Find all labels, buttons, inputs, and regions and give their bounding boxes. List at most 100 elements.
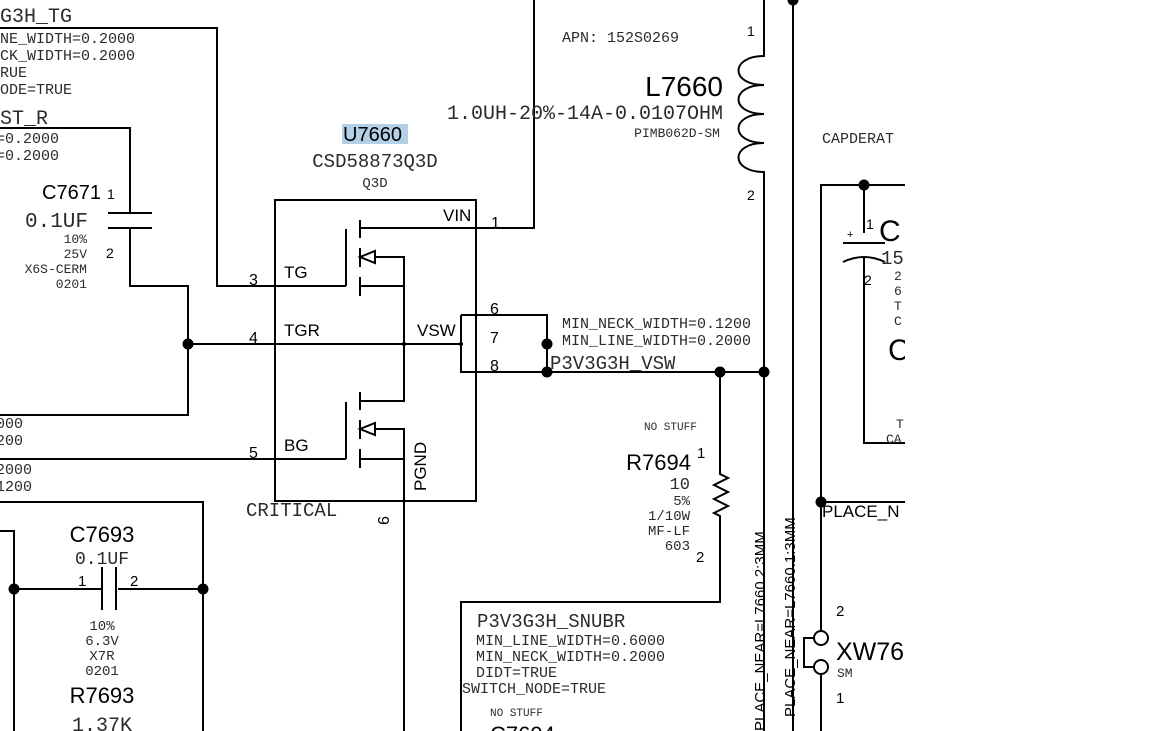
net-prop: ODE=TRUE: [0, 82, 72, 99]
spec: CA: [886, 432, 902, 447]
spec: 603: [665, 539, 690, 555]
net-prop: MIN_NECK_WIDTH=0.2000: [476, 649, 665, 666]
r7694-ref: R7694: [626, 450, 691, 475]
c7693-ref: C7693: [70, 522, 135, 547]
net-vsw-name: P3V3G3H_VSW: [550, 353, 676, 375]
pin-number: 2: [696, 549, 704, 566]
u7660-critical: CRITICAL: [246, 500, 337, 522]
xw76-package: SM: [837, 666, 853, 681]
u7660-package: Q3D: [362, 176, 387, 192]
wire-vin: [360, 0, 535, 229]
net-prop: =0.2000: [0, 131, 59, 148]
pin-number: 8: [490, 358, 499, 375]
pin-number: 1: [747, 23, 755, 39]
arrow-icon: [357, 421, 376, 437]
spec: X7R: [89, 649, 115, 665]
net-prop: 2000: [0, 462, 32, 479]
spec: 6.3V: [85, 634, 119, 650]
spec: 0201: [56, 277, 87, 292]
resistor-r7694: [460, 372, 731, 731]
spec: 10: [670, 476, 690, 495]
net-prop: 1200: [0, 479, 32, 496]
pin-number: 1: [836, 690, 844, 707]
wire-boost: [0, 127, 131, 213]
right-cap-value: 15: [881, 248, 904, 270]
spec: 1/10W: [648, 509, 691, 525]
pin-number: 1: [78, 573, 86, 590]
spec: 5%: [673, 494, 690, 510]
c7693-value: 0.1UF: [75, 550, 129, 570]
pin-label: TG: [284, 263, 308, 282]
net-prop: RUE: [0, 65, 27, 82]
net-prop: SWITCH_NODE=TRUE: [462, 681, 606, 698]
right-cap-ref: C: [879, 215, 901, 248]
l7660-apn: APN: 152S0269: [562, 30, 679, 47]
pin-number: 1: [866, 216, 874, 232]
spec: 0201: [85, 664, 119, 680]
pin-label: VIN: [443, 206, 471, 225]
xw76-ref: XW76: [836, 638, 904, 666]
pin-number: 1: [107, 186, 115, 202]
u7660-ref[interactable]: U7660: [343, 124, 402, 146]
arrow-icon: [357, 249, 376, 265]
junctions: [8, 0, 870, 595]
capderat-note: CAPDERAT: [822, 131, 894, 148]
polarity-plus: +: [847, 229, 853, 241]
net-prop: CK_WIDTH=0.2000: [0, 48, 135, 65]
c7694-ref: C7694: [490, 722, 555, 731]
c7694-stuff: NO STUFF: [490, 708, 543, 720]
pin-label: PGND: [411, 442, 430, 491]
place-near-l7660-1: PLACE_NEAR=L7660.1:3MM: [782, 517, 799, 717]
pin-number: 4: [249, 330, 258, 347]
net-tg-name: G3H_TG: [0, 6, 72, 29]
spec: 2: [894, 269, 902, 284]
spec: T: [894, 299, 902, 314]
pin-number: 5: [249, 445, 258, 462]
pin-label: BG: [284, 436, 309, 455]
l7660-value: 1.0UH-20%-14A-0.0107OHM: [447, 103, 723, 126]
net-prop: =0.2000: [0, 148, 59, 165]
place-near-l7660-2: PLACE_NEAR=L7660.2:3MM: [752, 531, 769, 731]
wire-boost-lower: [0, 228, 189, 416]
net-prop: MIN_NECK_WIDTH=0.1200: [562, 316, 751, 333]
net-prop: DIDT=TRUE: [476, 665, 557, 682]
spec: 10%: [64, 232, 88, 247]
wire-tg: [0, 27, 346, 287]
spec: T: [896, 417, 904, 432]
c7671-ref: C7671: [42, 182, 101, 204]
pin-number: 2: [836, 603, 844, 620]
pin-number: 1: [491, 215, 500, 232]
shortpin-icon: [813, 659, 829, 675]
r7693-value: 1.37K: [72, 715, 132, 731]
place-near-right: PLACE_N: [822, 502, 899, 521]
net-prop: 000: [0, 416, 23, 433]
wires: [0, 0, 905, 731]
right-ref: C: [888, 334, 910, 367]
net-prop: MIN_LINE_WIDTH=0.2000: [562, 333, 751, 350]
pin-number: 6: [490, 301, 499, 318]
l7660-ref: L7660: [645, 71, 723, 102]
spec: MF-LF: [648, 524, 690, 540]
pin-number: 1: [697, 445, 705, 462]
spec: 6: [894, 284, 902, 299]
net-prop: NE_WIDTH=0.2000: [0, 31, 135, 48]
pin-number: 2: [747, 187, 755, 203]
pin-label: VSW: [417, 321, 456, 340]
selection-highlight: [342, 124, 408, 144]
net-snubr-name: P3V3G3H_SNUBR: [477, 611, 625, 633]
pin-label: TGR: [284, 321, 320, 340]
blank-area: [905, 0, 1152, 731]
pin-number: 9: [374, 516, 391, 525]
net-prop: 200: [0, 433, 23, 450]
spec: 10%: [89, 619, 115, 635]
pin-number: 2: [864, 272, 872, 288]
u7660-body: [274, 199, 477, 502]
spec: X6S-CERM: [25, 262, 87, 277]
net-boost-name: ST_R: [0, 108, 48, 131]
spec: C: [894, 314, 902, 329]
pin-number: 3: [249, 272, 258, 289]
spec: 25V: [64, 247, 88, 262]
pin-number: 7: [490, 330, 499, 347]
l7660-package: PIMB062D-SM: [634, 126, 720, 141]
